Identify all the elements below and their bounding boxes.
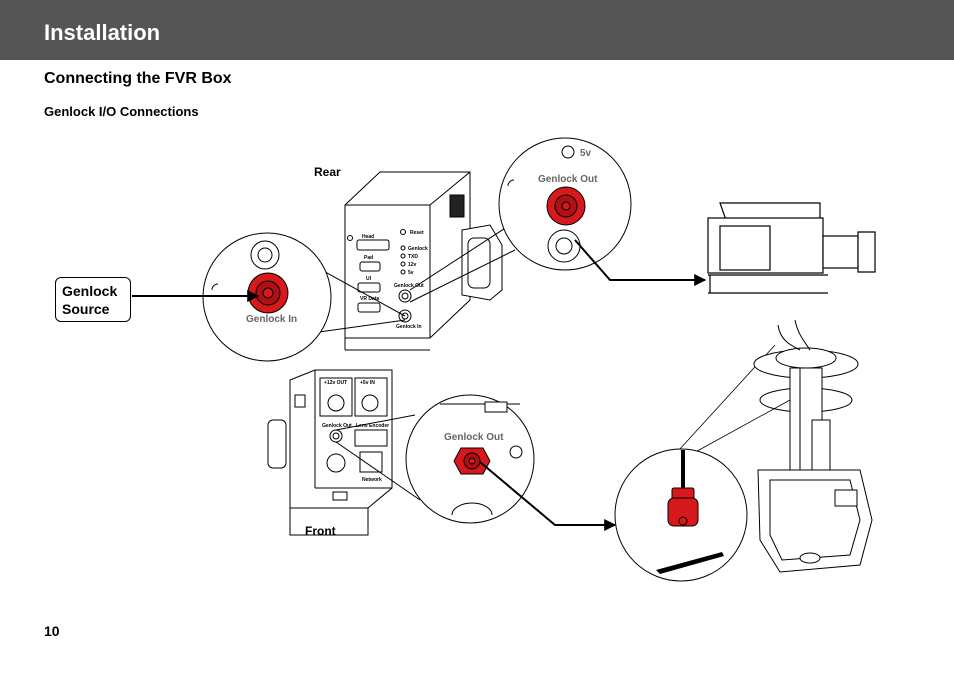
- label-genlock: Genlock: [408, 246, 428, 252]
- fvr-box-rear: [344, 171, 503, 351]
- label-5v: 5v: [408, 270, 414, 276]
- callout-genlock-out-front-label: Genlock Out: [444, 432, 504, 443]
- label-reset: Reset: [410, 230, 424, 236]
- genlock-source-box: Genlock Source: [55, 277, 131, 322]
- callout-genlock-in: Genlock In: [202, 232, 406, 362]
- rear-label: Rear: [314, 165, 341, 179]
- fvr-box-front: [267, 369, 393, 536]
- section-title: Connecting the FVR Box: [44, 70, 232, 87]
- callout-5v-label: 5v: [580, 148, 592, 159]
- rear-panel-labels: Head Pad UI VR Data Reset Genlock TXD 12…: [360, 230, 428, 330]
- camera-icon: [707, 202, 876, 294]
- label-vr-data: VR Data: [360, 296, 379, 302]
- label-front-genlock-out: Genlock Out: [322, 423, 352, 429]
- callout-genlock-out-rear: 5v Genlock Out: [409, 137, 632, 303]
- arrow-to-camera: [574, 239, 707, 286]
- label-head: Head: [362, 234, 374, 240]
- callout-genlock-out-rear-label: Genlock Out: [538, 174, 598, 185]
- callout-genlock-in-label: Genlock In: [246, 314, 297, 325]
- genlock-source-line1: Genlock: [62, 283, 118, 299]
- label-5v-in: +5v IN: [360, 380, 375, 386]
- label-lens-encoder: Lens Encoder: [356, 423, 389, 429]
- label-12v: 12v: [408, 262, 417, 268]
- callout-cable-connector: [614, 448, 748, 582]
- label-network: Network: [362, 477, 382, 483]
- label-genlock-out: Genlock Out: [394, 283, 424, 289]
- front-panel-labels: +12v OUT +5v IN Genlock Out Lens Encoder…: [322, 380, 389, 483]
- label-12v-out: +12v OUT: [324, 380, 347, 386]
- front-label: Front: [305, 524, 336, 538]
- label-txd: TXD: [408, 254, 418, 260]
- page-number: 10: [44, 623, 60, 639]
- camera-mount: [667, 319, 873, 573]
- label-ui: UI: [366, 276, 372, 282]
- genlock-source-line2: Source: [62, 301, 110, 317]
- label-pad: Pad: [364, 255, 373, 261]
- label-genlock-in: Genlock In: [396, 324, 422, 330]
- arrow-to-mount: [479, 461, 617, 531]
- subsection-title: Genlock I/O Connections: [44, 104, 199, 119]
- callout-genlock-out-front: Genlock Out: [335, 394, 535, 524]
- header-bar: Installation: [0, 0, 954, 60]
- header-title: Installation: [44, 20, 161, 45]
